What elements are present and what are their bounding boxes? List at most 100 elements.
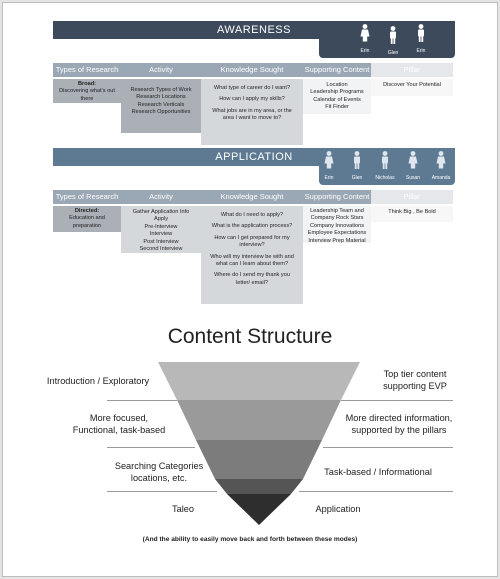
label-top-tier-content: Top tier content supporting EVP [383,369,447,391]
persona-name: Nicholas [375,175,395,181]
separator-line [107,400,177,401]
knowledge-question: What jobs are in my area, or the area I … [212,107,292,122]
supporting-item: Location [326,82,348,88]
persona-erin-2: Erin [411,24,431,54]
knowledge-question: How can I apply my skills? [219,96,285,103]
persona-glen: Glen [383,26,403,56]
activity-item: Research Types of Work [130,87,192,93]
activity-item: Research Opportunities [131,109,191,116]
activity-item: Research Locations [136,94,186,101]
persona-name: Glen [351,175,363,181]
male-person-icon [418,24,424,42]
activity-item: Gather Application Info [132,209,190,215]
pillar-text: Think Big , Be Bold [388,209,436,215]
knowledge-question: What do I need to apply? [220,212,284,218]
activity-item: Post Interview [143,238,179,245]
persona-name: Erin [416,48,426,54]
persona-erin: Erin [319,151,339,181]
activity-item: Apply [154,216,168,223]
knowledge-question: How can I get prepared for my interview? [214,234,290,249]
awareness-research-cell: Broad: Discovering what's out there [53,79,121,103]
pyramid-band-2 [177,400,341,440]
label-searching-categories: Searching Categories locations, etc. [114,461,204,483]
col-supporting-content: Supporting Content [303,63,371,77]
supporting-item: Interview Prep Material [308,237,366,244]
persona-name: Susan [405,175,421,181]
knowledge-question: Who will my interview be with and what c… [210,253,294,268]
awareness-supporting-cell: Location Leadership Programs Calendar of… [303,79,371,114]
persona-susan: Susan [403,151,423,181]
male-person-icon [390,26,396,44]
application-personas: Erin Glen Nicholas Susan Amanda [319,148,455,185]
awareness-title: AWARENESS [217,24,291,36]
supporting-item: Company Innovations [309,222,365,229]
persona-name: Erin [360,48,370,54]
awareness-knowledge-cell: What type of career do I want? How can I… [201,79,303,145]
col-pillar: Pillar [371,190,453,204]
female-person-icon [360,24,370,42]
application-knowledge-cell: What do I need to apply? What is the app… [201,206,303,304]
col-knowledge-sought: Knowledge Sought [201,190,303,204]
label-taleo: Taleo [172,504,194,514]
female-person-icon [324,151,334,169]
pillar-text: Discover Your Potential [383,82,441,88]
label-more-focused: More focused, Functional, task-based [72,413,166,435]
application-research-cell: Directed: Education and preparation [53,206,121,232]
col-supporting-content: Supporting Content [303,190,371,204]
persona-erin: Erin [355,24,375,54]
female-person-icon [436,151,446,169]
persona-name: Erin [324,175,334,181]
male-person-icon [382,151,388,169]
persona-nicholas: Nicholas [375,151,395,181]
label-introduction: Introduction / Exploratory [46,376,150,386]
label-application: Application [315,504,361,514]
content-structure-title: Content Structure [167,325,333,348]
pyramid-band-4 [215,479,303,494]
label-more-directed: More directed information, supported by … [345,413,453,435]
awareness-activity-cell: Research Types of Work Research Location… [121,79,201,133]
label-task-based: Task-based / Informational [324,467,432,477]
activity-item: Interview [149,231,173,238]
separator-line [299,491,453,492]
research-type: Broad: [77,81,97,87]
supporting-item: Leadership Team and Company Rock Stars [310,208,364,222]
female-person-icon [408,151,418,169]
separator-line [107,491,217,492]
separator-line [107,447,195,448]
application-activity-cell: Gather Application Info Apply Pre-Interv… [121,206,201,253]
knowledge-question: What type of career do I want? [213,85,291,91]
col-types-of-research: Types of Research [53,190,121,204]
awareness-personas: Erin Glen Erin [319,21,455,58]
footnote: (And the ability to easily move back and… [142,536,358,543]
persona-name: Amanda [431,175,451,181]
application-title: APPLICATION [215,151,293,163]
activity-item: Second Interview [139,246,183,253]
supporting-item: Fit Finder [325,104,349,111]
separator-line [341,400,453,401]
supporting-item: Calendar of Events [313,96,361,103]
research-type: Directed: [74,208,100,214]
research-text: Education and preparation [69,215,105,229]
persona-name: Glen [387,50,399,56]
persona-glen: Glen [347,151,367,181]
supporting-item: Employee Expectations [307,230,367,237]
activity-item: Research Verticals [137,101,185,108]
col-knowledge-sought: Knowledge Sought [201,63,303,77]
col-types-of-research: Types of Research [53,63,121,77]
male-person-icon [354,151,360,169]
pyramid-band-1 [158,362,360,400]
persona-amanda: Amanda [431,151,451,181]
knowledge-question: Where do I send my thank you letter/ ema… [214,272,290,286]
application-pillar-cell: Think Big , Be Bold [371,206,453,222]
col-activity: Activity [121,63,201,77]
col-pillar: Pillar [371,63,453,77]
pyramid-band-3 [196,440,322,479]
activity-item: Pre-Interview [144,223,178,230]
pyramid-band-5 [227,494,291,525]
supporting-item: Leadership Programs [310,89,364,96]
application-supporting-cell: Leadership Team and Company Rock Stars C… [303,206,371,244]
col-activity: Activity [121,190,201,204]
knowledge-question: What is the application process? [211,223,293,230]
research-text: Discovering what's out there [59,88,115,102]
